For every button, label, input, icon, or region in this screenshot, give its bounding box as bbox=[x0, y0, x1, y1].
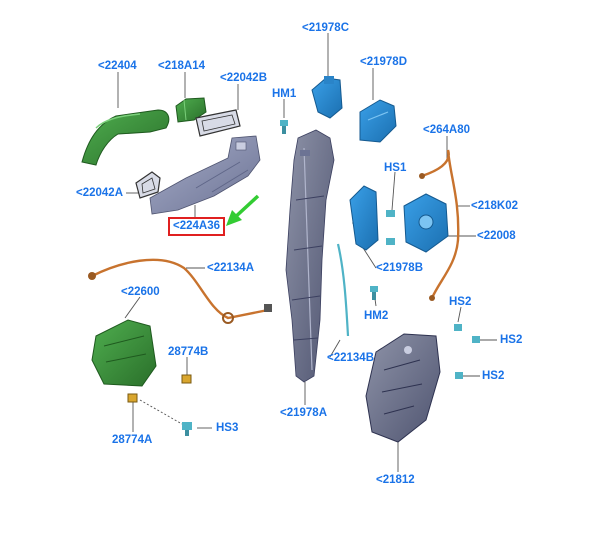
cable-22134A bbox=[88, 258, 272, 324]
frame-21978A bbox=[285, 129, 335, 383]
pointer-arrow bbox=[226, 194, 260, 226]
label-22404: <22404 bbox=[98, 60, 137, 72]
label-21978B: <21978B bbox=[376, 262, 423, 274]
label-28774A: 28774A bbox=[112, 434, 153, 446]
label-HS3: HS3 bbox=[216, 422, 239, 434]
label-22042B: <22042B bbox=[220, 72, 267, 84]
label-264A80: <264A80 bbox=[423, 124, 470, 136]
bracket-21978B bbox=[349, 185, 379, 251]
label-22008: <22008 bbox=[477, 230, 516, 242]
label-HS2-top: HS2 bbox=[449, 296, 472, 308]
label-21978A: <21978A bbox=[280, 407, 327, 419]
screws-HS1 bbox=[386, 210, 395, 245]
label-HS2-low: HS2 bbox=[482, 370, 505, 382]
label-224A36-highlighted: <224A36 bbox=[168, 217, 225, 236]
screw-HM2 bbox=[370, 286, 378, 300]
screw-HM1 bbox=[280, 120, 288, 134]
label-21978D: <21978D bbox=[360, 56, 407, 68]
label-22134B: <22134B bbox=[327, 352, 374, 364]
screws-HS2 bbox=[454, 324, 480, 379]
handle-bracket-224A36 bbox=[149, 135, 261, 215]
bracket-21978D bbox=[359, 99, 397, 143]
label-28774B: 28774B bbox=[168, 346, 209, 358]
label-22600: <22600 bbox=[121, 286, 160, 298]
label-218A14: <218A14 bbox=[158, 60, 205, 72]
label-22134A: <22134A bbox=[207, 262, 254, 274]
label-21978C: <21978C bbox=[302, 22, 349, 34]
rod-22134B bbox=[336, 243, 350, 337]
latch-21812 bbox=[365, 333, 441, 443]
label-HM1: HM1 bbox=[272, 88, 297, 100]
label-HS2-mid: HS2 bbox=[500, 334, 523, 346]
lock-cover-218A14 bbox=[175, 97, 207, 123]
cable-264A80 bbox=[419, 149, 460, 301]
bracket-21978C bbox=[311, 76, 343, 119]
label-22042A: <22042A bbox=[76, 187, 123, 199]
outer-handle-22404 bbox=[81, 109, 170, 166]
label-218K02: <218K02 bbox=[471, 200, 518, 212]
label-21812: <21812 bbox=[376, 474, 415, 486]
bracket-22008 bbox=[403, 193, 449, 253]
clip-28774B bbox=[181, 374, 192, 384]
gasket-22042B bbox=[195, 109, 241, 137]
clip-28774A bbox=[127, 393, 138, 403]
gasket-22042A bbox=[135, 171, 161, 199]
screw-HS3 bbox=[182, 422, 192, 436]
label-HM2: HM2 bbox=[364, 310, 389, 322]
inner-handle-22600 bbox=[91, 319, 157, 387]
label-HS1: HS1 bbox=[384, 162, 407, 174]
